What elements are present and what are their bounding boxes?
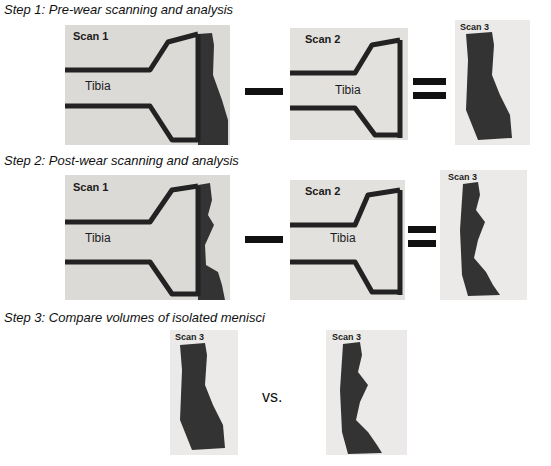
minus-sign: [245, 88, 283, 95]
meniscus-shape: [180, 343, 225, 450]
scan-panel: Scan 1 Tibia: [65, 25, 230, 145]
photo-panel: [290, 28, 408, 140]
scan-label: Scan 2: [305, 185, 340, 197]
bone-label: Tibia: [85, 232, 111, 245]
comparison-label: vs.: [262, 388, 282, 406]
tibia-outline: [290, 190, 400, 295]
scan-label: Scan 3: [332, 333, 361, 343]
minus-sign: [245, 236, 283, 243]
equals-sign: [413, 92, 446, 99]
scan-panel: Scan 2 Tibia: [290, 28, 408, 140]
photo-panel: [440, 170, 527, 300]
scan-panel: Scan 3: [170, 330, 238, 455]
bone-label: Tibia: [85, 80, 111, 93]
tibia-outline: [290, 40, 400, 138]
meniscus-shape: [198, 33, 228, 145]
tibia-outline: [65, 186, 198, 296]
meniscus-shape: [466, 32, 512, 140]
scan-label: Scan 2: [305, 33, 340, 45]
bone-label: Tibia: [330, 232, 356, 245]
scan-panel: Scan 1 Tibia: [65, 175, 230, 300]
meniscus-shape: [340, 342, 382, 454]
tibia-outline: [65, 34, 198, 142]
photo-panel: [290, 180, 405, 300]
step-heading: Step 3: Compare volumes of isolated meni…: [4, 311, 265, 325]
step-heading: Step 1: Pre-wear scanning and analysis: [4, 3, 233, 17]
scan-label: Scan 1: [73, 181, 108, 193]
photo-panel: [170, 330, 238, 455]
scan-label: Scan 3: [448, 173, 477, 183]
scan-panel: Scan 3: [440, 170, 527, 300]
photo-panel: [455, 20, 530, 145]
scan-label: Scan 3: [460, 23, 489, 33]
photo-panel: [65, 25, 230, 145]
step-heading: Step 2: Post-wear scanning and analysis: [4, 154, 239, 168]
photo-panel: [326, 330, 407, 455]
meniscus-shape: [198, 183, 225, 300]
equals-sign: [408, 226, 436, 233]
photo-panel: [65, 175, 230, 300]
scan-label: Scan 1: [73, 30, 108, 42]
equals-sign: [408, 240, 436, 247]
scan-label: Scan 3: [175, 333, 204, 343]
scan-panel: Scan 2 Tibia: [290, 180, 405, 300]
bone-label: Tibia: [335, 84, 361, 97]
scan-panel: Scan 3: [455, 20, 530, 145]
scan-panel: Scan 3: [326, 330, 407, 455]
equals-sign: [413, 78, 446, 85]
meniscus-shape: [460, 182, 500, 296]
